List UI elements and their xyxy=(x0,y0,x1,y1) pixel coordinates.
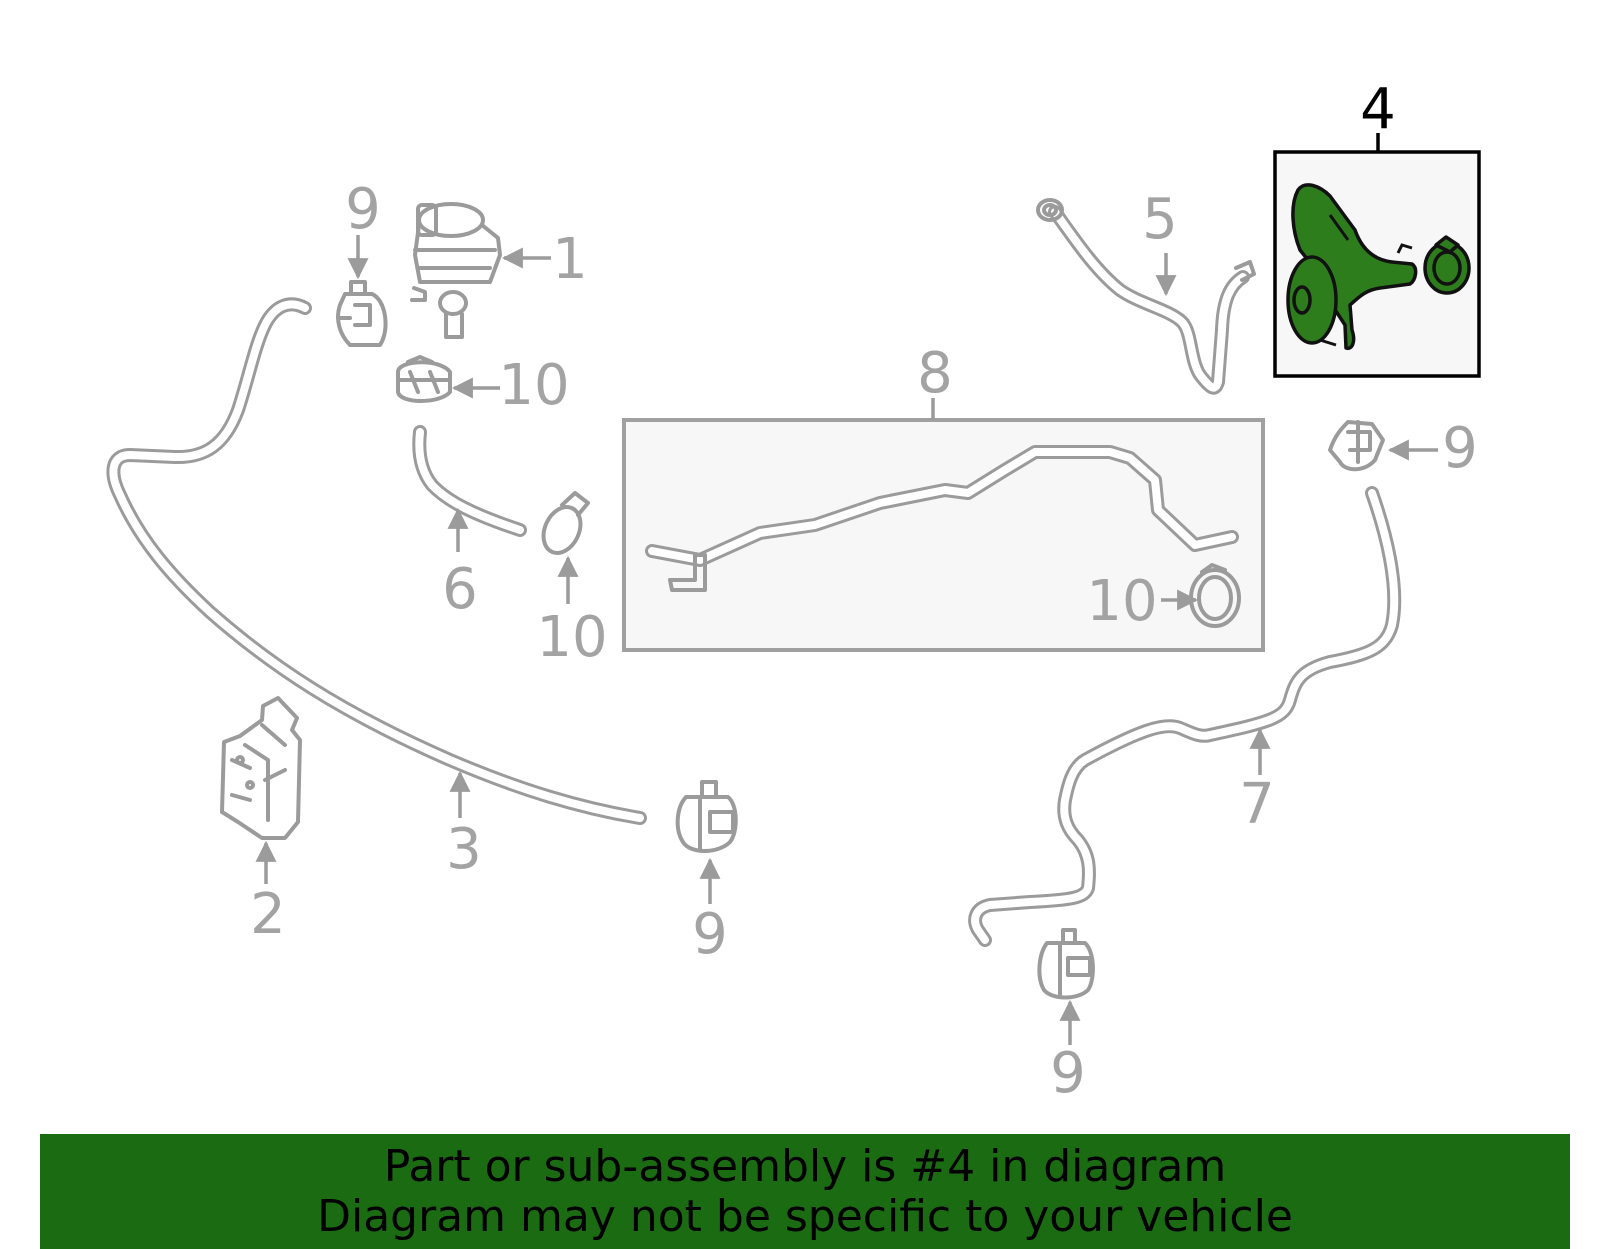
bracket-part-2[interactable] xyxy=(220,696,302,840)
callout-10-c: 10 xyxy=(1086,569,1157,634)
callout-10-b: 10 xyxy=(536,605,607,670)
assembly-box-part-4[interactable] xyxy=(1273,150,1481,378)
hose-part-7[interactable] xyxy=(968,486,1402,947)
banner-line-1: Part or sub-assembly is #4 in diagram xyxy=(383,1140,1227,1192)
clip-part-9-d[interactable] xyxy=(1037,928,1095,1000)
assembly-box-part-8[interactable] xyxy=(622,418,1265,652)
hose-part-5[interactable] xyxy=(1036,198,1256,395)
clip-part-9-b[interactable] xyxy=(675,780,738,853)
banner-line-2: Diagram may not be specific to your vehi… xyxy=(317,1190,1293,1242)
clip-part-9-c[interactable] xyxy=(1328,420,1385,472)
clamp-part-10-b[interactable] xyxy=(536,491,590,559)
hose-part-3[interactable] xyxy=(106,297,647,825)
callout-2: 2 xyxy=(250,882,286,947)
info-banner: Part or sub-assembly is #4 in diagram Di… xyxy=(40,1134,1570,1249)
callout-9-d: 9 xyxy=(1050,1041,1086,1106)
callout-6: 6 xyxy=(442,557,478,622)
pump-part-1[interactable] xyxy=(410,202,502,339)
callout-9-a: 9 xyxy=(345,177,381,242)
callout-9-c: 9 xyxy=(1442,416,1478,481)
hose-part-6[interactable] xyxy=(412,425,527,537)
callout-9-b: 9 xyxy=(692,902,728,967)
callout-3: 3 xyxy=(446,817,482,882)
clip-part-9-a[interactable] xyxy=(336,280,388,347)
callout-10-a: 10 xyxy=(498,353,569,418)
callout-4: 4 xyxy=(1360,77,1396,142)
callout-7: 7 xyxy=(1239,772,1275,837)
callout-8: 8 xyxy=(917,341,953,406)
callout-5: 5 xyxy=(1142,187,1178,252)
clamp-part-10-a[interactable] xyxy=(396,355,452,403)
callout-1: 1 xyxy=(552,227,588,292)
